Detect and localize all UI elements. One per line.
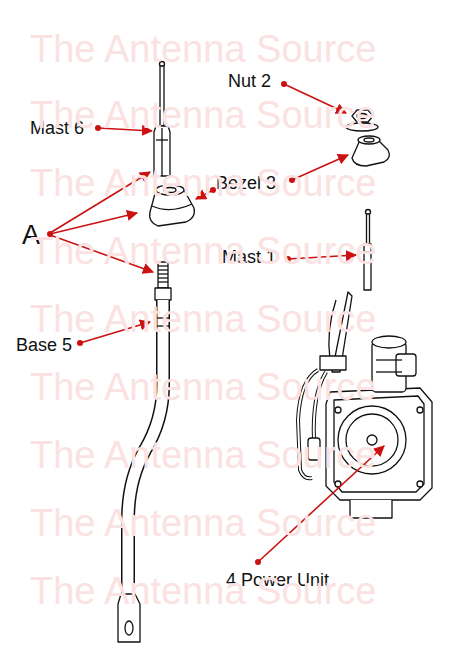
bezel-3	[352, 136, 389, 166]
watermark: The Antenna Source	[30, 164, 376, 202]
watermark: The Antenna Source	[30, 572, 376, 610]
watermark: The Antenna Source	[30, 96, 376, 134]
watermark: The Antenna Source	[30, 30, 376, 68]
part-label: Nut 2	[228, 72, 271, 90]
watermark: The Antenna Source	[30, 436, 376, 474]
watermark: The Antenna Source	[30, 232, 376, 270]
watermark: The Antenna Source	[30, 368, 376, 406]
watermark: The Antenna Source	[30, 300, 376, 338]
watermark: The Antenna Source	[30, 504, 376, 542]
part-label: Base 5	[16, 336, 72, 354]
